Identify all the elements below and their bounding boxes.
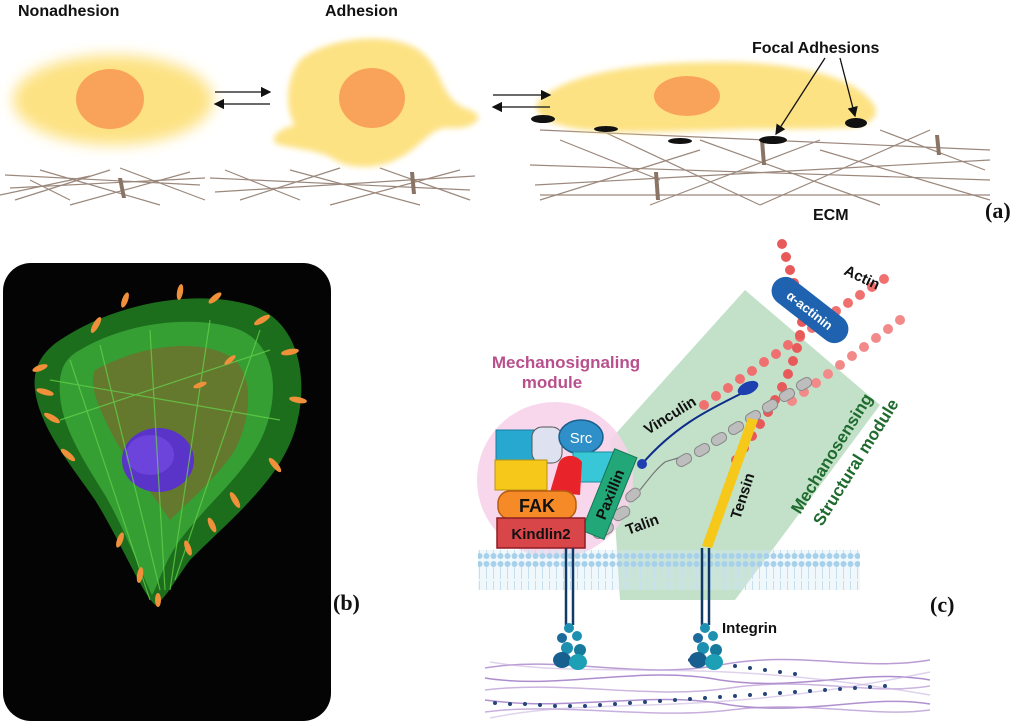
panel-a: Nonadhesion Adhesion Focal Adhesions ECM… bbox=[0, 3, 1011, 224]
ecm-fibers bbox=[0, 129, 991, 206]
integrin-label: Integrin bbox=[722, 620, 777, 637]
panel-c-ecm-fibers bbox=[484, 658, 931, 719]
focal-adhesion-spots bbox=[531, 115, 867, 144]
label-focal-adhesions: Focal Adhesions bbox=[752, 40, 880, 57]
panel-c: α-actinin Actin Vinculin Tensin bbox=[477, 239, 954, 719]
fluorescence-cell bbox=[32, 284, 307, 607]
label-adhesion: Adhesion bbox=[325, 3, 398, 20]
panel-b: (b) bbox=[3, 263, 360, 721]
cell-membrane bbox=[478, 550, 860, 590]
talin-linker bbox=[639, 457, 679, 491]
label-ecm: ECM bbox=[813, 207, 849, 224]
focal-adhesion-arrows bbox=[775, 57, 858, 136]
equilibrium-arrows-2 bbox=[491, 89, 552, 113]
talin-chain bbox=[592, 377, 813, 539]
panel-c-ecm-beads bbox=[493, 658, 887, 708]
panel-label-c: (c) bbox=[930, 592, 954, 617]
equilibrium-arrows-1 bbox=[213, 86, 272, 110]
panel-label-b: (b) bbox=[333, 590, 360, 615]
mechanosignaling-label-line1: Mechanosignaling bbox=[492, 353, 640, 372]
nucleus-adhesion bbox=[339, 68, 405, 128]
block-yellow bbox=[494, 459, 548, 491]
label-nonadhesion: Nonadhesion bbox=[18, 3, 119, 20]
kindlin2 bbox=[496, 517, 586, 549]
vinculin-head bbox=[737, 380, 759, 396]
integrin-left bbox=[553, 548, 587, 670]
panel-label-a: (a) bbox=[985, 198, 1011, 223]
nucleus-nonadhesion bbox=[76, 69, 144, 129]
block-blue-2 bbox=[531, 426, 563, 464]
integrin-right bbox=[689, 548, 723, 670]
fak-label: FAK bbox=[519, 496, 555, 516]
tensin bbox=[702, 418, 758, 548]
mechanosignaling-label-line2: module bbox=[522, 373, 582, 392]
actin-label: Actin bbox=[841, 262, 882, 293]
src-label: Src bbox=[570, 430, 593, 447]
kindlin2-label: Kindlin2 bbox=[511, 526, 570, 543]
nucleus-focal-adhesion bbox=[654, 76, 720, 116]
vinculin-strand bbox=[641, 389, 749, 465]
block-red bbox=[550, 455, 582, 495]
vinculin-tail bbox=[637, 459, 647, 469]
ecm-fiber-rods bbox=[118, 135, 941, 200]
